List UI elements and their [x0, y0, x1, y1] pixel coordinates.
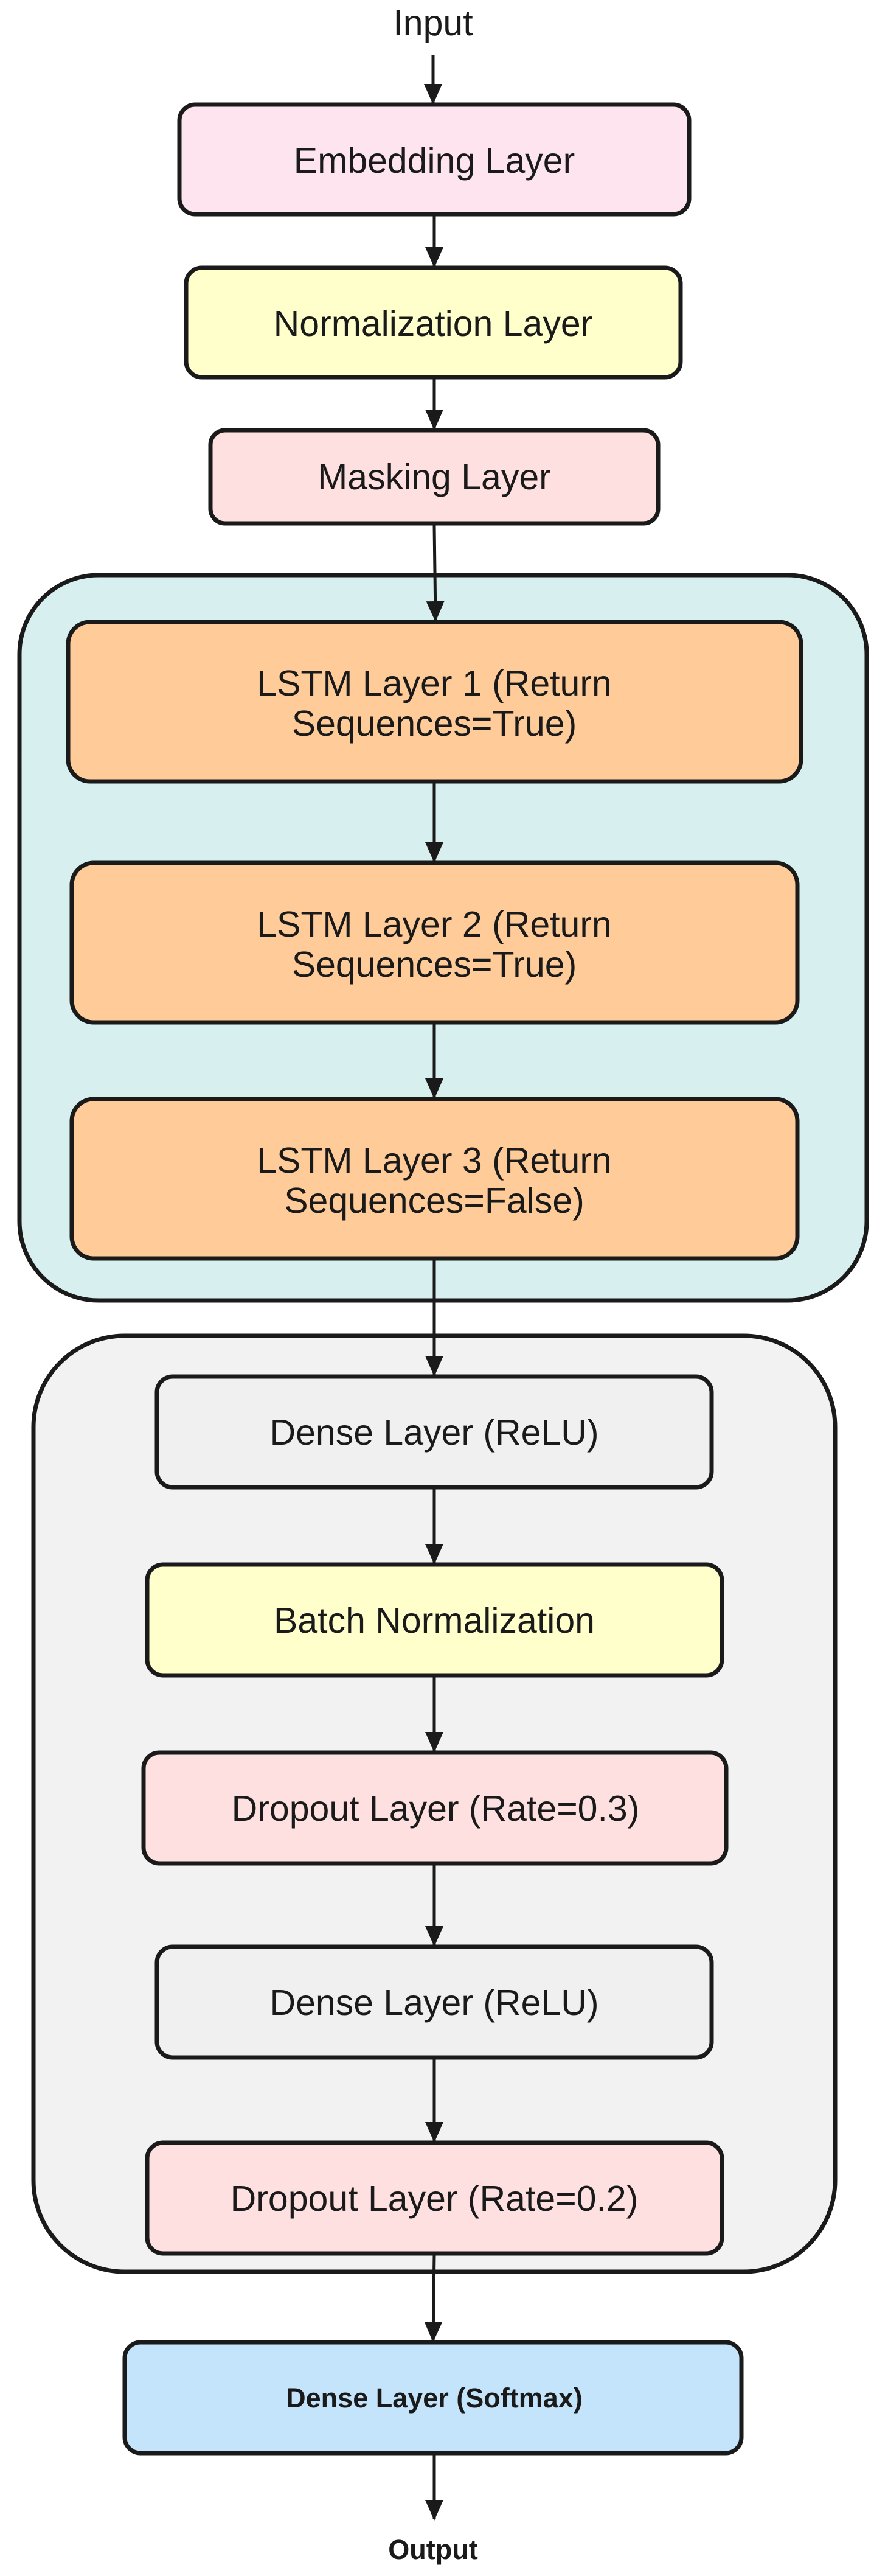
- input-label: Input: [393, 3, 473, 43]
- dense-layer-softmax-box: [122, 2340, 744, 2456]
- dropout-layer-1-node: Dropout Layer (Rate=0.3): [141, 1750, 729, 1866]
- normalization-layer-label: Normalization Layer: [274, 304, 593, 344]
- lstm-layer-1-label-line1: LSTM Layer 1 (Return: [257, 663, 612, 703]
- dropout-layer-2-label: Dropout Layer (Rate=0.2): [231, 2179, 639, 2219]
- dense-layer-softmax-label: Dense Layer (Softmax): [286, 2382, 583, 2414]
- dropout-layer-1-box: [141, 1750, 729, 1866]
- lstm-layer-2-box: [69, 860, 800, 1025]
- lstm-layer-1-label-line2: Sequences=True): [292, 703, 577, 744]
- arrow-masking-to-lstm1: [426, 524, 445, 622]
- lstm-layer-3-node: LSTM Layer 3 (Return Sequences=False): [69, 1097, 800, 1261]
- dense-layer-relu-1-label: Dense Layer (ReLU): [269, 1412, 598, 1453]
- dense-layer-relu-1-box: [154, 1374, 714, 1490]
- lstm-layer-2-node: LSTM Layer 2 (Return Sequences=True): [69, 860, 800, 1025]
- normalization-layer-box: [184, 265, 683, 380]
- dropout-layer-1-label: Dropout Layer (Rate=0.3): [232, 1789, 640, 1829]
- dropout-layer-2-node: Dropout Layer (Rate=0.2): [145, 2140, 724, 2256]
- batch-normalization-box: [145, 1562, 724, 1678]
- embedding-layer-box: [177, 102, 692, 217]
- masking-layer-box: [208, 428, 661, 526]
- lstm-layer-3-label-line1: LSTM Layer 3 (Return: [257, 1140, 612, 1181]
- embedding-layer-node: Embedding Layer: [177, 102, 692, 217]
- batch-normalization-node: Batch Normalization: [145, 1562, 724, 1678]
- masking-layer-label: Masking Layer: [317, 457, 551, 497]
- normalization-layer-node: Normalization Layer: [184, 265, 683, 380]
- output-label: Output: [388, 2534, 477, 2565]
- batch-normalization-label: Batch Normalization: [274, 1600, 595, 1641]
- embedding-layer-label: Embedding Layer: [294, 141, 575, 181]
- dense-layer-relu-1-node: Dense Layer (ReLU): [154, 1374, 714, 1490]
- lstm-layer-2-label-line2: Sequences=True): [292, 944, 577, 985]
- lstm-layer-2-label-line1: LSTM Layer 2 (Return: [257, 904, 612, 944]
- lstm-layer-3-box: [69, 1097, 800, 1261]
- arrow-dropout2-to-softmax: [424, 2254, 443, 2342]
- lstm-layer-3-label-line2: Sequences=False): [284, 1181, 584, 1221]
- dense-layer-relu-2-label: Dense Layer (ReLU): [269, 1983, 598, 2023]
- edges: [424, 55, 445, 2521]
- lstm-layer-1-node: LSTM Layer 1 (Return Sequences=True): [66, 620, 803, 784]
- dense-layer-relu-2-box: [154, 1944, 714, 2060]
- dense-layer-softmax-node: Dense Layer (Softmax): [122, 2340, 744, 2456]
- masking-layer-node: Masking Layer: [208, 428, 661, 526]
- dense-layer-relu-2-node: Dense Layer (ReLU): [154, 1944, 714, 2060]
- dropout-layer-2-box: [145, 2140, 724, 2256]
- lstm-layer-1-box: [66, 620, 803, 784]
